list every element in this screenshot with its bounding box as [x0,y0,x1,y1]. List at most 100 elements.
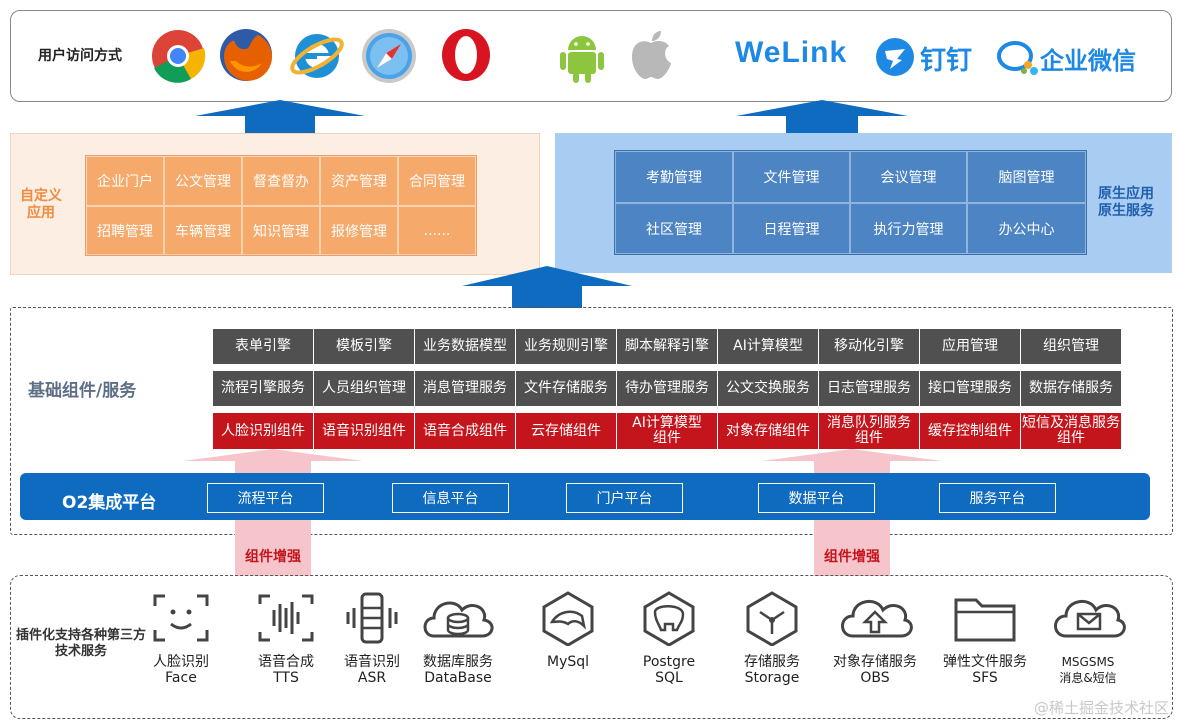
chrome-icon [152,30,206,83]
apple-icon [632,31,671,79]
base-cell[interactable]: 日志管理服务 [819,371,920,406]
custom-apps-label: 自定义 应用 [20,188,62,221]
enhance-label-right: 组件增强 [824,549,880,565]
native-app-cell[interactable]: 考勤管理 [615,151,733,203]
arrow-up-center [462,266,632,308]
mic-wave-icon [346,592,398,644]
base-cell[interactable]: 业务数据模型 [415,329,516,364]
plugin-tts[interactable]: 语音合成 TTS [236,590,336,686]
storage-hub-icon [746,591,798,646]
plugin-asr[interactable]: 语音识别 ASR [322,590,422,686]
plugin-face[interactable]: 人脸识别 Face [131,590,231,686]
access-methods-label: 用户访问方式 [38,48,122,64]
base-components-label: 基础组件/服务 [28,381,137,401]
welink-logo: WeLink [735,36,848,69]
platform-portal[interactable]: 门户平台 [566,483,683,513]
enhance-arrow-right-head [762,449,942,475]
native-app-cell[interactable]: 日程管理 [733,203,850,254]
plugin-obs[interactable]: 对象存储服务 OBS [825,590,925,686]
plugin-caption: 数据库服务 DataBase [423,654,493,686]
plugin-caption: MySql [546,654,590,670]
base-row-services: 流程引擎服务 人员组织管理 消息管理服务 文件存储服务 待办管理服务 公文交换服… [213,371,1122,406]
mysql-dolphin-icon [542,591,594,646]
native-app-cell[interactable]: 社区管理 [615,203,733,254]
platform-service[interactable]: 服务平台 [939,483,1056,513]
enhance-arrow-left-head [183,449,363,475]
opera-icon [442,29,490,81]
plugin-database[interactable]: 数据库服务 DataBase [408,590,508,686]
base-cell[interactable]: 脚本解释引擎 [617,329,718,364]
custom-app-cell[interactable]: 招聘管理 [86,206,164,255]
component-cell[interactable]: 缓存控制组件 [920,413,1021,449]
base-row-components: 人脸识别组件 语音识别组件 语音合成组件 云存储组件 AI计算模型 组件 对象存… [213,413,1122,449]
base-cell[interactable]: 流程引擎服务 [213,371,314,406]
component-cell[interactable]: 消息队列服务 组件 [819,413,920,449]
component-cell[interactable]: 对象存储组件 [718,413,819,449]
native-app-cell[interactable]: 会议管理 [850,151,967,203]
plugin-mysql[interactable]: MySql [518,590,618,670]
enhance-arrow-right-body [814,520,890,576]
plugin-caption: 弹性文件服务 SFS [943,654,1027,686]
native-app-cell[interactable]: 文件管理 [733,151,850,203]
plugin-sfs[interactable]: 弹性文件服务 SFS [935,590,1035,686]
platform-info[interactable]: 信息平台 [392,483,509,513]
custom-app-cell[interactable]: 车辆管理 [164,206,242,255]
native-app-cell[interactable]: 办公中心 [967,203,1086,254]
plugin-caption: 语音合成 TTS [258,654,314,686]
database-cloud-icon [423,601,494,638]
custom-app-cell[interactable]: 督查督办 [242,156,320,206]
base-cell[interactable]: 消息管理服务 [415,371,516,406]
custom-app-cell[interactable]: 报修管理 [320,206,398,255]
base-cell[interactable]: 文件存储服务 [516,371,617,406]
plugin-caption: 对象存储服务 OBS [833,654,917,686]
base-row-engines: 表单引擎 模板引擎 业务数据模型 业务规则引擎 脚本解释引擎 AI计算模型 移动… [213,329,1122,364]
plugin-postgres[interactable]: Postgre SQL [619,590,719,686]
watermark: @稀土掘金技术社区 [1033,699,1169,717]
platform-data[interactable]: 数据平台 [758,483,875,513]
plugin-storage[interactable]: 存储服务 Storage [722,590,822,686]
custom-app-cell[interactable]: 资产管理 [320,156,398,206]
custom-app-cell[interactable]: 公文管理 [164,156,242,206]
plugin-caption: Postgre SQL [642,654,696,686]
base-cell[interactable]: 接口管理服务 [920,371,1021,406]
base-cell[interactable]: 表单引擎 [213,329,314,364]
plugin-msgsms[interactable]: MSGSMS 消息&短信 [1038,590,1138,686]
wecom-icon [997,41,1038,75]
plugins-label: 插件化支持各种第三方 技术服务 [15,628,146,659]
dingtalk-icon [876,38,914,76]
component-cell[interactable]: 语音合成组件 [415,413,516,449]
base-cell[interactable]: 业务规则引擎 [516,329,617,364]
base-cell[interactable]: 待办管理服务 [617,371,718,406]
base-cell[interactable]: 公文交换服务 [718,371,819,406]
face-scan-icon [153,594,209,642]
native-app-cell[interactable]: 执行力管理 [850,203,967,254]
android-icon [560,36,604,83]
postgres-elephant-icon [643,591,695,646]
base-cell[interactable]: 模板引擎 [314,329,415,364]
base-cell[interactable]: AI计算模型 [718,329,819,364]
ie-icon [290,34,344,78]
component-cell[interactable]: 人脸识别组件 [213,413,314,449]
native-apps-label: 原生应用 原生服务 [1098,186,1154,219]
base-cell[interactable]: 应用管理 [920,329,1021,364]
custom-app-cell[interactable]: 企业门户 [86,156,164,206]
plugin-caption: 存储服务 Storage [744,654,800,686]
base-cell[interactable]: 移动化引擎 [819,329,920,364]
component-cell[interactable]: 语音识别组件 [314,413,415,449]
wecom-label: 企业微信 [1040,47,1136,75]
arrow-up-right [736,100,908,134]
enhance-label-left: 组件增强 [245,549,301,565]
base-cell[interactable]: 组织管理 [1021,329,1122,364]
component-cell[interactable]: AI计算模型 组件 [617,413,718,449]
component-cell[interactable]: 短信及消息服务 组件 [1021,413,1122,449]
native-app-cell[interactable]: 脑图管理 [967,151,1086,203]
plugin-caption: MSGSMS 消息&短信 [1059,655,1117,685]
base-cell[interactable]: 人员组织管理 [314,371,415,406]
native-apps-grid: 考勤管理 文件管理 会议管理 脑图管理 社区管理 日程管理 执行力管理 办公中心 [614,150,1087,255]
custom-app-cell[interactable]: 合同管理 [398,156,476,206]
component-cell[interactable]: 云存储组件 [516,413,617,449]
custom-app-cell[interactable]: 知识管理 [242,206,320,255]
platform-workflow[interactable]: 流程平台 [207,483,324,513]
base-cell[interactable]: 数据存储服务 [1021,371,1122,406]
safari-icon [362,29,416,83]
